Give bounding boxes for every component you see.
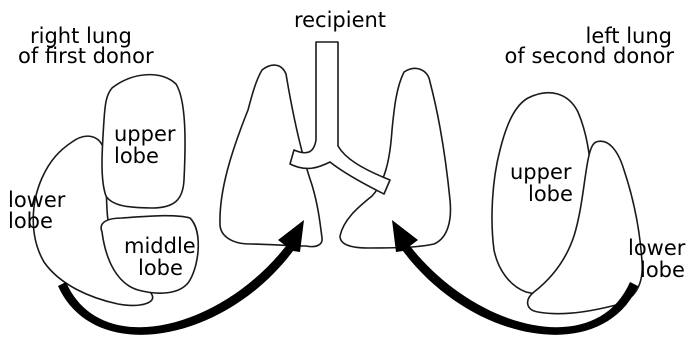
- left-lower-lobe-label-line2: lobe: [640, 260, 685, 281]
- right-middle-lobe-label-line1: middle: [124, 236, 196, 257]
- left-lower-lobe-label-line1: lower: [628, 238, 685, 259]
- right-lower-lobe-label-line1: lower: [8, 190, 65, 211]
- right-lung-label-line2: of first donor: [18, 46, 154, 67]
- right-lower-lobe-label-line2: lobe: [8, 211, 53, 232]
- left-lung-label-line2: of second donor: [470, 46, 674, 67]
- left-upper-lobe-label-line1: upper: [510, 162, 572, 183]
- recipient-label: recipient: [270, 10, 410, 31]
- right-upper-lobe-label-line2: lobe: [114, 146, 159, 167]
- recipient-left-lung-outline: [340, 68, 450, 248]
- left-upper-lobe-label-line2: lobe: [528, 184, 573, 205]
- right-middle-lobe-label-line2: lobe: [138, 258, 183, 279]
- right-upper-lobe-label-line1: upper: [114, 124, 176, 145]
